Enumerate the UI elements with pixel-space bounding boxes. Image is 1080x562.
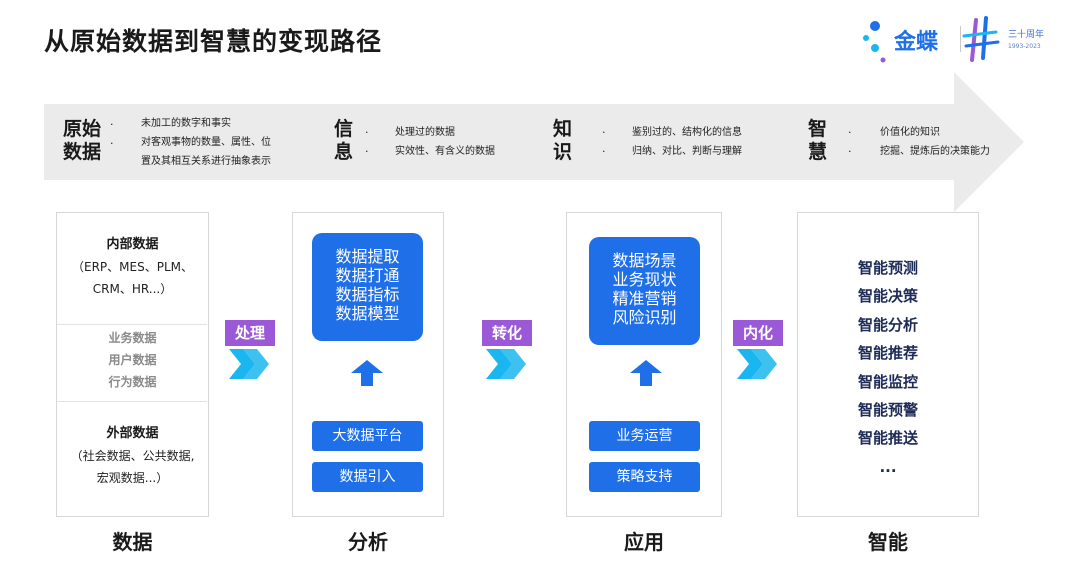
stage-bullets: ·· bbox=[365, 126, 369, 158]
list-item: ... bbox=[879, 457, 897, 476]
analysis-column-label: 分析 bbox=[348, 530, 388, 554]
stage-name-raw-data: 原始数据 bbox=[63, 118, 102, 163]
stage-name-knowledge: 知识 bbox=[553, 118, 573, 163]
intelligence-list: 智能预测 智能决策 智能分析 智能推荐 智能监控 智能预警 智能推送 ... bbox=[797, 254, 979, 481]
list-item: 智能推送 bbox=[857, 429, 918, 448]
list-item: 智能分析 bbox=[857, 315, 918, 334]
stage-name-wisdom: 智慧 bbox=[808, 118, 828, 163]
list-item: 智能决策 bbox=[857, 287, 918, 306]
stage-desc-knowledge: 鉴别过的、结构化的信息 归纳、对比、判断与理解 bbox=[632, 127, 742, 157]
stage-desc-raw-data: 未加工的数字和事实 对客观事物的数量、属性、位 置及其相互关系进行抽象表示 bbox=[141, 118, 271, 167]
internal-data-list: （ERP、MES、PLM、 CRM、HR...） bbox=[72, 260, 193, 296]
progression-arrow-banner bbox=[44, 72, 1024, 212]
anniversary-years: 1993-2023 bbox=[1008, 43, 1041, 50]
big-data-platform-button[interactable]: 大数据平台 bbox=[312, 421, 423, 451]
double-chevron-right-icon bbox=[486, 349, 526, 379]
list-item: 智能推荐 bbox=[857, 344, 918, 363]
business-operation-button[interactable]: 业务运营 bbox=[589, 421, 700, 451]
anniversary-text: 三十周年 bbox=[1008, 30, 1045, 40]
data-column bbox=[56, 212, 209, 517]
page-title: 从原始数据到智慧的变现路径 bbox=[44, 27, 383, 56]
arrow-up-icon bbox=[630, 360, 662, 386]
intelligence-column-label: 智能 bbox=[868, 530, 908, 554]
application-column-label: 应用 bbox=[624, 530, 664, 554]
arrow-up-icon bbox=[351, 360, 383, 386]
list-item: 智能监控 bbox=[857, 372, 918, 391]
external-data-title: 外部数据 bbox=[106, 426, 159, 441]
intelligence-column bbox=[797, 212, 979, 517]
middle-data-list: 业务数据 用户数据 行为数据 bbox=[108, 331, 157, 389]
transition-label: 转化 bbox=[482, 320, 532, 346]
divider bbox=[57, 401, 207, 402]
logo-brand-text: 金蝶 bbox=[894, 30, 939, 55]
data-column-label: 数据 bbox=[112, 530, 153, 554]
analysis-card: 数据提取 数据打通 数据指标 数据模型 bbox=[312, 233, 423, 341]
stage-bullets: ·· bbox=[110, 118, 114, 150]
data-import-button[interactable]: 数据引入 bbox=[312, 462, 423, 492]
strategy-support-button[interactable]: 策略支持 bbox=[589, 462, 700, 492]
logo-separator bbox=[960, 26, 961, 52]
kingdee-logo bbox=[863, 16, 1000, 63]
stage-desc-wisdom: 价值化的知识 挖掘、提炼后的决策能力 bbox=[880, 127, 990, 157]
list-item: 智能预测 bbox=[857, 259, 918, 277]
double-chevron-right-icon bbox=[737, 349, 777, 379]
stage-name-information: 信息 bbox=[334, 118, 354, 163]
external-data-list: （社会数据、公共数据, 宏观数据...） bbox=[70, 449, 195, 485]
stage-bullets: ·· bbox=[848, 126, 852, 158]
transition-label: 处理 bbox=[225, 320, 275, 346]
transition-label: 内化 bbox=[733, 320, 783, 346]
stage-desc-information: 处理过的数据 实效性、有含义的数据 bbox=[395, 127, 495, 157]
stage-bullets: ·· bbox=[602, 126, 606, 158]
double-chevron-right-icon bbox=[229, 349, 269, 379]
internal-data-title: 内部数据 bbox=[106, 237, 159, 252]
list-item: 智能预警 bbox=[857, 401, 918, 420]
application-card: 数据场景 业务现状 精准营销 风险识别 bbox=[589, 237, 700, 345]
divider bbox=[57, 324, 207, 325]
